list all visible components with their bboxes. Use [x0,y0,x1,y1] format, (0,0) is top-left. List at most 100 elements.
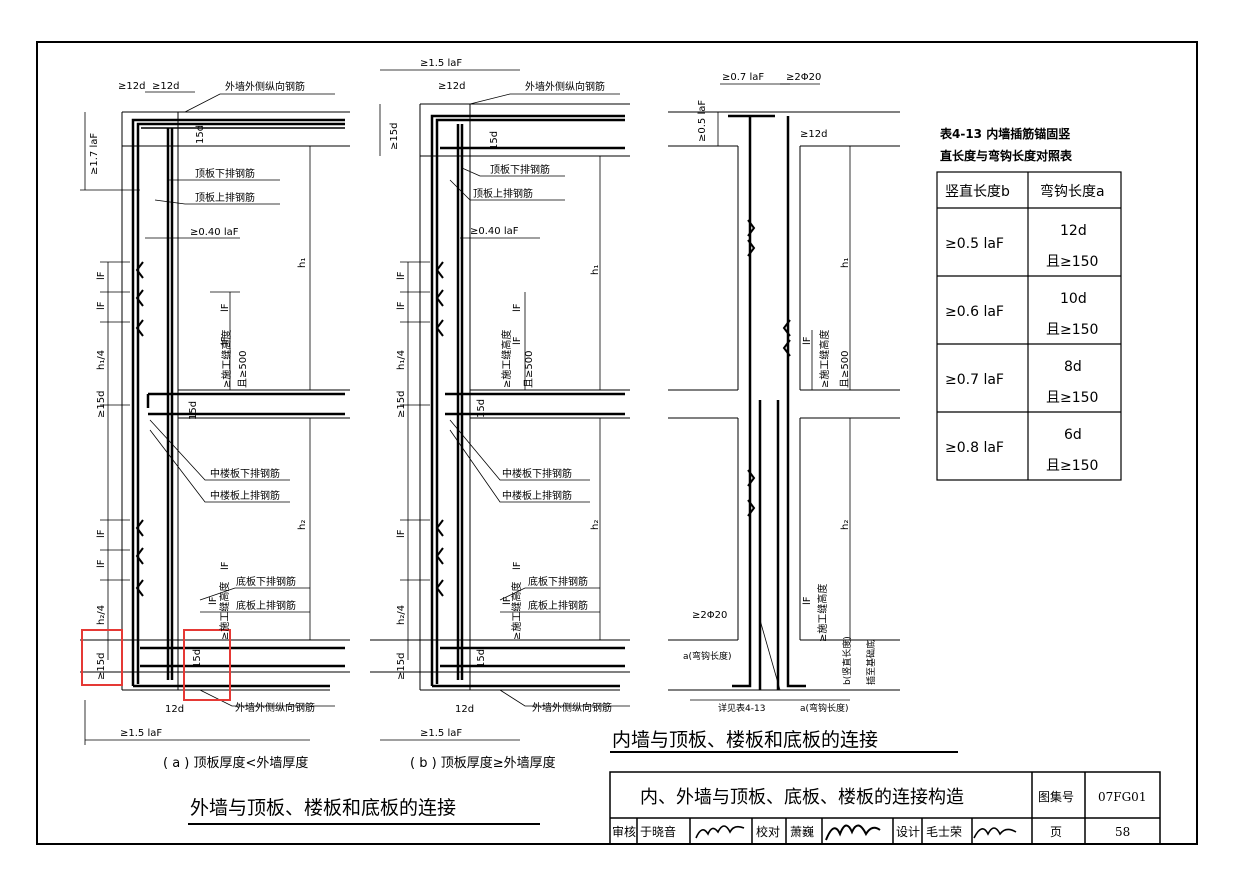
dim-c-h1: h₁ [840,258,851,268]
label-a-outer-bot: 外墙外侧纵向钢筋 [235,701,315,714]
dim-b-h1-4: h₁/4 [396,350,407,370]
dim-b-lf3: lF [512,303,523,312]
dim-a-12d-bot: 12d [165,704,184,715]
dim-a-lf5: lF [96,529,107,538]
dim-a-joint1: ≥施工缝高度 [220,330,233,388]
dim-c-h2: h₂ [840,520,851,530]
dim-c-lf1: lF [802,336,813,345]
table-row-1-a2: 且≥150 [1046,254,1098,270]
page-label: 页 [1050,825,1062,839]
label-a-roof-lower: 顶板下排钢筋 [195,167,255,180]
detail-c [668,83,900,701]
dim-c-12d: ≥12d [800,129,827,140]
dim-a-h2: h₂ [297,520,308,530]
dim-c-hook-a: a(弯钩长度) [683,650,732,662]
label-a-mid-upper: 中楼板上排钢筋 [210,489,280,502]
table-row-3-a1: 8d [1064,359,1082,375]
design-label: 设计 [896,825,920,839]
label-b-base-lower: 底板下排钢筋 [528,575,588,588]
dim-b-15d-bot: 15d [476,649,487,668]
dim-c-joint1b: 且≥500 [839,351,851,388]
dim-a-15d-bot-left: ≥15d [96,653,107,680]
dim-b-12d-bot: 12d [455,704,474,715]
label-a-base-upper: 底板上排钢筋 [236,599,296,612]
title-block-title: 内、外墙与顶板、底板、楼板的连接构造 [640,787,964,808]
table-row-3-a2: 且≥150 [1046,390,1098,406]
atlas-number: 07FG01 [1098,790,1146,804]
dim-c-2phi20-bot: ≥2Φ20 [692,610,727,621]
dim-b-15d-mid: 15d [476,399,487,418]
dim-a-12d-2: ≥12d [152,81,179,92]
atlas-label: 图集号 [1038,789,1074,804]
check-label: 校对 [756,824,780,839]
dim-b-lf2: lF [396,301,407,310]
label-b-mid-upper: 中楼板上排钢筋 [502,489,572,502]
dim-c-hook-a2: a(弯钩长度) [800,702,849,714]
caption-inner-wall: 内墙与顶板、楼板和底板的连接 [612,729,878,751]
title-block-grid [609,771,1161,845]
dim-b-h2: h₂ [590,520,601,530]
table-row-2-a2: 且≥150 [1046,322,1098,338]
label-a-mid-lower: 中楼板下排钢筋 [210,467,280,480]
label-a-base-lower: 底板下排钢筋 [236,575,296,588]
label-b-outer-bot: 外墙外侧纵向钢筋 [532,701,612,714]
label-a-roof-upper: 顶板上排钢筋 [195,191,255,204]
label-b-mid-lower: 中楼板下排钢筋 [502,467,572,480]
dim-a-1-5laf: ≥1.5 laF [120,728,162,739]
designer-name: 毛士荣 [926,825,962,839]
label-b-roof-lower: 顶板下排钢筋 [490,163,550,176]
dim-b-h1: h₁ [590,265,601,275]
table-row-4-b: ≥0.8 laF [945,440,1004,456]
dim-b-lf1: lF [396,271,407,280]
dim-a-15d-top: 15d [195,125,206,144]
designer-signature [973,827,1017,839]
dim-b-joint2: ≥施工缝高度 [510,582,523,640]
dim-a-040laf: ≥0.40 laF [190,227,239,238]
table-row-2-a1: 10d [1060,291,1087,307]
review-label: 审核 [612,824,636,839]
dim-a-joint1b: 且≥500 [237,351,249,388]
dim-c-joint2: ≥施工缝高度 [816,584,829,642]
checker-name: 萧巍 [790,825,814,839]
table-row-1-a1: 12d [1060,223,1087,239]
dim-b-15d-left: ≥15d [389,123,400,150]
dim-a-h1: h₁ [297,258,308,268]
detail-b [370,69,630,741]
label-b-roof-upper: 顶板上排钢筋 [473,187,533,200]
table-row-4-a1: 6d [1064,427,1082,443]
dim-b-15d-mid-left: ≥15d [396,391,407,418]
dim-a-12d-1: ≥12d [118,81,145,92]
table-row-4-a2: 且≥150 [1046,458,1098,474]
dim-a-lf1: lF [96,271,107,280]
dim-b-lf6: lF [512,561,523,570]
detail-a-highlights [81,629,231,701]
dim-a-h1-4: h₁/4 [96,350,107,370]
dim-a-lf2: lF [96,301,107,310]
dim-c-07laf: ≥0.7 laF [722,72,764,83]
dim-c-lf2: lF [802,596,813,605]
dim-b-joint1: ≥施工缝高度 [500,330,513,388]
dim-c-2phi20: ≥2Φ20 [786,72,821,83]
dim-b-lf7: lF [502,596,513,605]
table-header-b: 竖直长度b [945,183,1010,200]
checker-signature [825,824,881,841]
dim-b-15d-top: 15d [489,131,500,150]
dim-a-1-7laf: ≥1.7 laF [89,133,100,175]
dim-c-b-len: b(竖直长度) [841,636,853,685]
dim-b-lf4: lF [512,336,523,345]
label-b-base-upper: 底板上排钢筋 [528,599,588,612]
dim-b-040laf: ≥0.40 laF [470,226,519,237]
dim-c-to-base: 插至基础底 [865,640,877,685]
anchorage-table-grid [936,171,1122,481]
table-row-2-b: ≥0.6 laF [945,304,1004,320]
dim-a-joint2: ≥施工缝高度 [218,582,231,640]
caption-b: ( b ) 顶板厚度≥外墙厚度 [410,755,556,771]
table-title-line1: 表4-13 内墙插筋锚固竖 [939,126,1070,141]
dim-a-lf8: lF [208,596,219,605]
dim-c-05laf: ≥0.5 laF [697,100,708,142]
dim-a-15d-mid-left: ≥15d [96,391,107,418]
reviewer-signature [695,825,745,839]
detail-a [80,91,350,745]
dim-b-h2-4: h₂/4 [396,605,407,625]
